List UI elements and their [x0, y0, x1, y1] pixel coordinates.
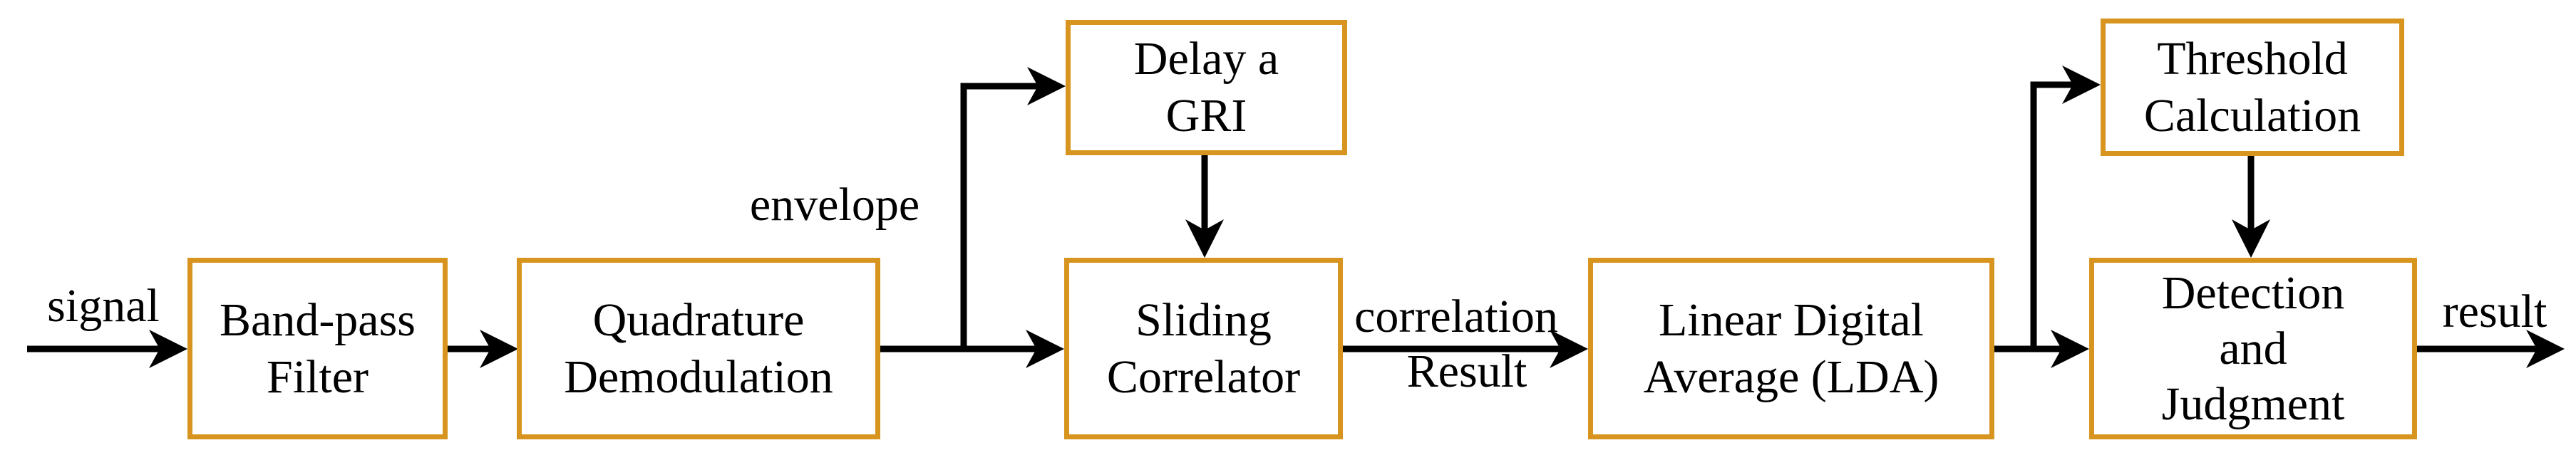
block-threshold-calculation: Threshold Calculation [2101, 19, 2404, 156]
arrow-bandpass-to-quadrature [448, 330, 518, 368]
envelope-label: envelope [749, 179, 920, 231]
arrow-correlator-to-lda [1340, 330, 1588, 368]
block-linear-digital-average: Linear Digital Average (LDA) [1588, 258, 1994, 439]
block-sliding-correlator: Sliding Correlator [1064, 258, 1343, 439]
block-quadrature-demodulation: Quadrature Demodulation [517, 258, 880, 439]
arrow-signal-input [27, 330, 187, 368]
result-output-label: result [2442, 286, 2547, 338]
correlation-result-label-line2: Result [1406, 345, 1527, 397]
arrow-lda-to-detection [1994, 330, 2089, 368]
arrow-envelope-branch-to-delay-gri [960, 67, 1066, 352]
block-delay-a-gri: Delay a GRI [1066, 20, 1347, 155]
arrow-branch-to-threshold-calculation [2030, 66, 2101, 352]
correlation-result-label-line1: correlation [1354, 291, 1558, 343]
arrow-quadrature-to-sliding-correlator [880, 330, 1064, 368]
arrow-delay-gri-to-sliding-correlator [1185, 152, 1224, 258]
arrow-threshold-to-detection [2232, 153, 2270, 258]
block-detection-and-judgment: Detection and Judgment [2089, 258, 2417, 439]
signal-input-label: signal [47, 280, 160, 332]
block-band-pass-filter: Band-pass Filter [187, 258, 448, 439]
arrow-result-output [2417, 330, 2565, 368]
